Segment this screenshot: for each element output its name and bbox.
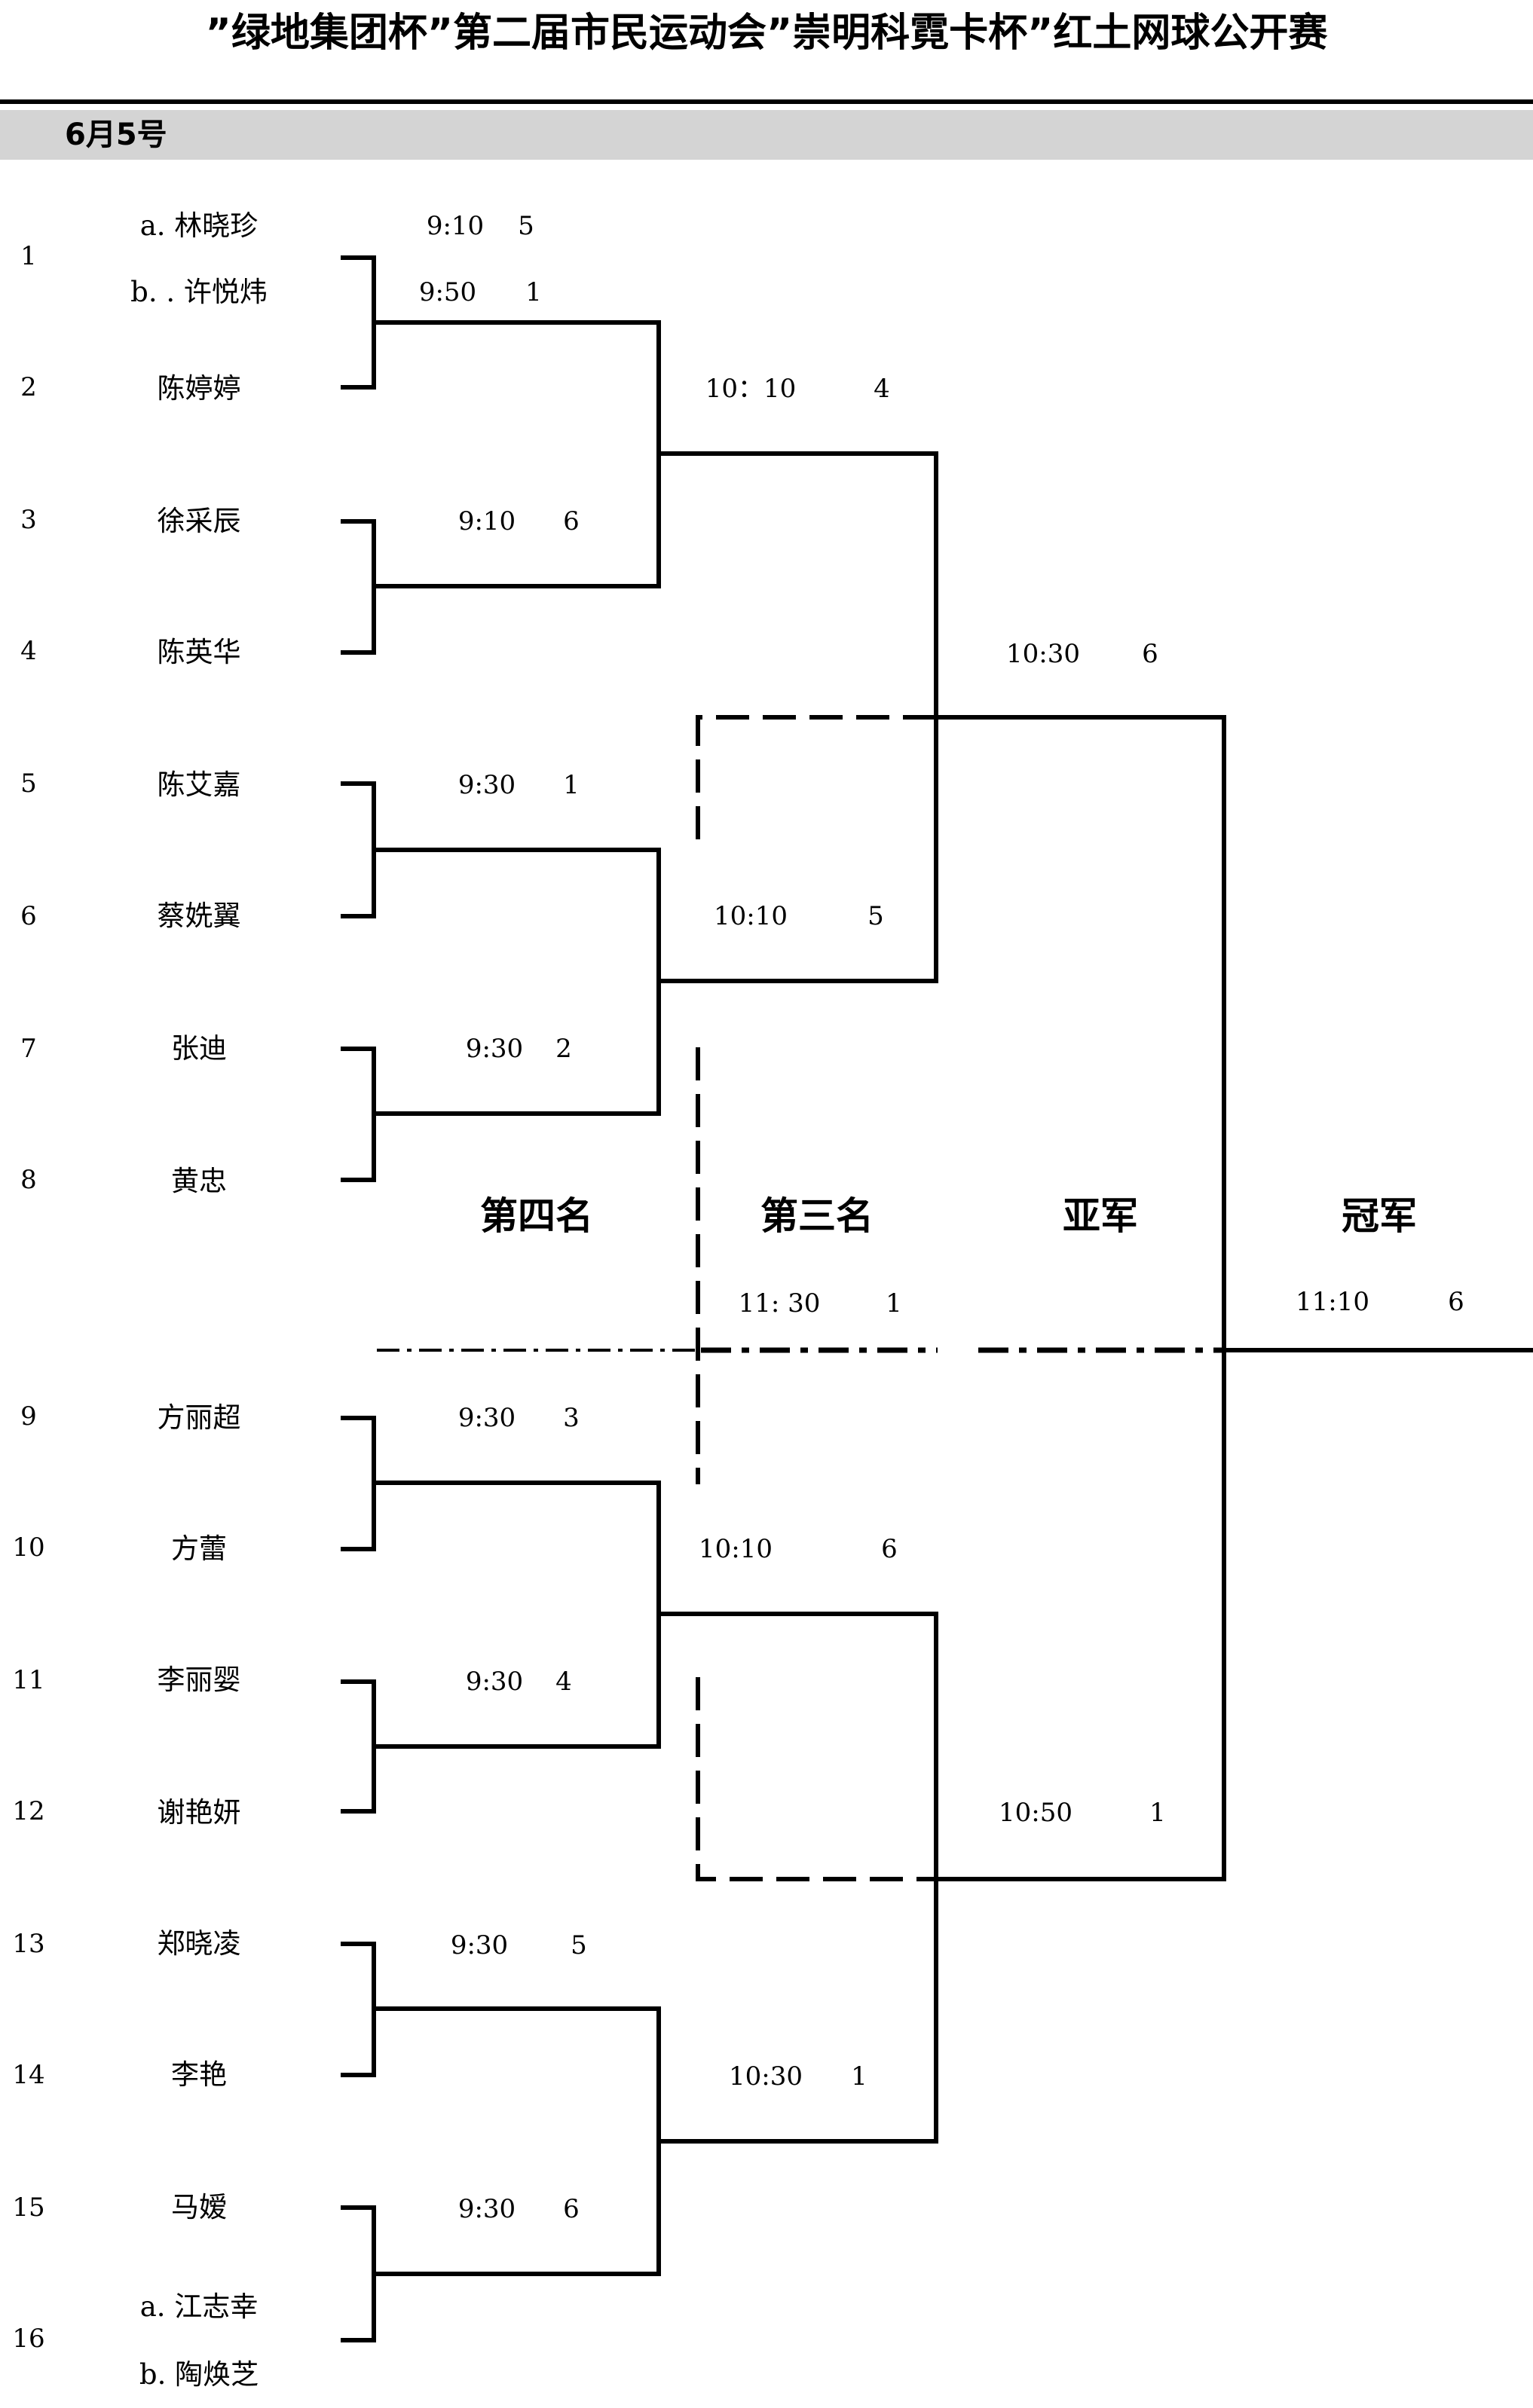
seed-number: 12	[12, 1796, 45, 1826]
match-time: 9:30	[465, 1667, 524, 1697]
bracket-line-r2-4	[374, 2006, 661, 2276]
date-label: 6月5号	[65, 118, 167, 152]
bracket-line-r2-3	[374, 1481, 661, 1749]
player-name: a. 林晓珍	[139, 209, 259, 242]
match-time: 10:30	[729, 2061, 803, 2092]
player-name: 郑晓凌	[157, 1927, 241, 1960]
round-label-champion: 冠军	[1342, 1194, 1417, 1238]
match-court: 3	[563, 1403, 580, 1433]
seed-number: 2	[20, 372, 37, 402]
seed-number: 7	[20, 1034, 37, 1064]
player-name: 陈婷婷	[157, 372, 241, 405]
match-time: 10:30	[1006, 639, 1080, 669]
seed-number: 11	[12, 1665, 45, 1695]
player-name: 马嫒	[171, 2191, 227, 2223]
seed-number: 15	[12, 2193, 45, 2223]
player-name: b. 陶焕芝	[139, 2358, 259, 2391]
third-place-dashed-bottom	[696, 1677, 936, 1881]
player-name: b. . 许悦炜	[130, 276, 268, 308]
bracket-line-r1-1	[341, 255, 376, 390]
round-label-third: 第三名	[760, 1194, 874, 1238]
bracket-line-r1-8	[341, 2205, 376, 2342]
match-time: 10：10	[705, 374, 797, 404]
match-court: 4	[874, 374, 890, 404]
player-name: 李丽婴	[157, 1664, 241, 1696]
match-time: 9:30	[457, 1403, 516, 1433]
match-court: 1	[886, 1288, 902, 1319]
player-name: 徐采辰	[157, 505, 241, 537]
bracket-line-r1-6	[341, 1679, 376, 1814]
bracket-line-r2-2	[374, 848, 661, 1116]
player-name: 张迪	[171, 1032, 227, 1065]
player-name: a. 江志幸	[139, 2290, 259, 2323]
player-name: 陈英华	[157, 636, 241, 668]
seed-number: 4	[20, 636, 37, 666]
bracket-line-r1-7	[341, 1942, 376, 2077]
seed-number: 8	[20, 1165, 37, 1195]
match-court: 1	[1149, 1798, 1166, 1828]
match-court: 1	[525, 277, 542, 307]
match-court: 6	[1448, 1287, 1464, 1317]
seed-number: 1	[20, 241, 37, 271]
player-name: 蔡姺翼	[157, 900, 241, 932]
bracket-line-r2-1	[374, 320, 661, 588]
match-court: 5	[571, 1930, 587, 1960]
player-name: 谢艳妍	[157, 1796, 241, 1829]
match-court: 1	[563, 770, 580, 800]
match-time: 9:50	[418, 277, 477, 307]
seed-number: 10	[12, 1533, 45, 1563]
match-time: 10:10	[699, 1534, 773, 1564]
player-name: 方蕾	[171, 1533, 227, 1565]
match-court: 6	[881, 1534, 898, 1564]
round-label-runner-up: 亚军	[1063, 1194, 1138, 1238]
third-place-dashed-top	[696, 715, 936, 847]
match-time: 9:30	[457, 770, 516, 800]
player-name: 黄忠	[171, 1165, 227, 1197]
match-court: 2	[555, 1034, 572, 1064]
match-time: 9:10	[426, 211, 485, 241]
bracket-line-r1-3	[341, 781, 376, 918]
seed-number: 6	[20, 901, 37, 931]
date-bar: 6月5号	[0, 110, 1533, 160]
match-court: 5	[867, 901, 884, 931]
seed-number: 5	[20, 769, 37, 799]
seed-number: 9	[20, 1401, 37, 1432]
seed-number: 14	[12, 2060, 45, 2090]
match-time: 9:30	[457, 2194, 516, 2224]
match-time: 9:30	[465, 1034, 524, 1064]
round-label-fourth: 第四名	[480, 1194, 593, 1238]
bracket-line-r1-4	[341, 1047, 376, 1182]
match-time: 10:50	[999, 1798, 1072, 1828]
bracket-line-r1-2	[341, 519, 376, 655]
match-court: 6	[563, 506, 580, 536]
match-time: 9:30	[450, 1930, 509, 1960]
player-name: 李艳	[171, 2058, 227, 2091]
seed-number: 13	[12, 1929, 45, 1959]
match-time: 11:10	[1296, 1287, 1369, 1317]
match-time: 10:10	[714, 901, 788, 931]
match-court: 6	[563, 2194, 580, 2224]
match-court: 6	[1142, 639, 1158, 669]
match-time: 11: 30	[738, 1288, 821, 1319]
player-name: 陈艾嘉	[157, 769, 241, 801]
bracket-line-r1-5	[341, 1416, 376, 1551]
match-time: 9:10	[457, 506, 516, 536]
match-court: 5	[518, 211, 534, 241]
page-title: ”绿地集团杯”第二届市民运动会”崇明科霓卡杯”红土网球公开赛	[205, 11, 1328, 56]
match-court: 4	[555, 1667, 572, 1697]
match-court: 1	[851, 2061, 867, 2092]
header-divider	[0, 99, 1533, 104]
seed-number: 16	[12, 2324, 45, 2354]
player-name: 方丽超	[157, 1401, 241, 1434]
bracket-line-final	[936, 715, 1226, 1881]
seed-number: 3	[20, 505, 37, 535]
